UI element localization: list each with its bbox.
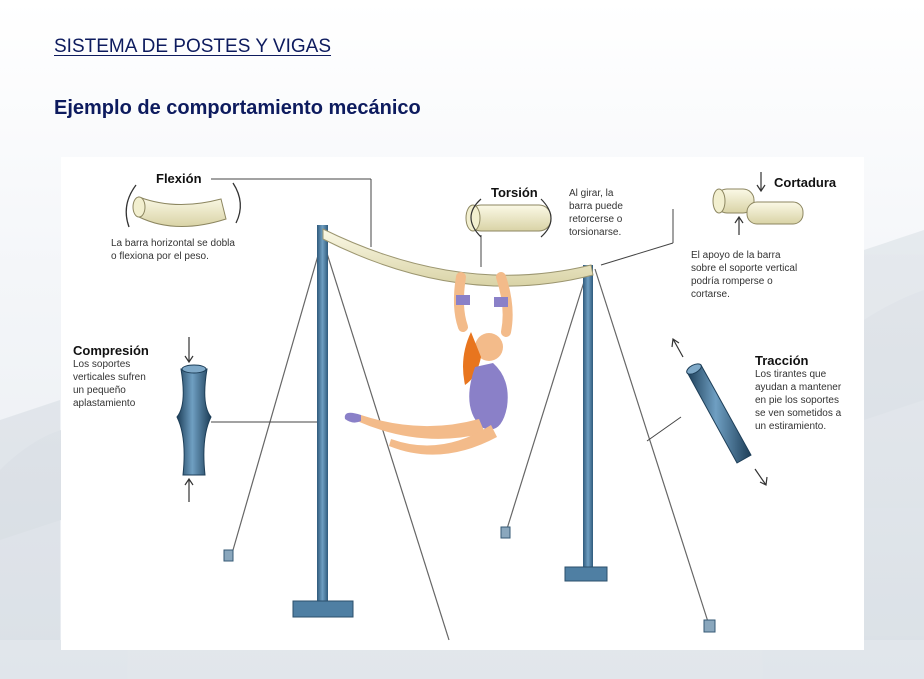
flexion-text: La barra horizontal se dobla o flexiona … [111,238,235,262]
slide-subtitle: Ejemplo de comportamiento mecánico [54,97,421,119]
torsion-label: Torsión [491,185,538,200]
cortadura-description: El apoyo de la barra sobre el soporte ve… [691,249,797,301]
compresion-text: Los soportes verticales sufren un pequeñ… [73,359,146,409]
torsion-bar-icon [465,204,552,232]
guy-wires [230,246,710,641]
flexion-arrow-left-icon [125,184,137,228]
torsion-description: Al girar, la barra puede retorcerse o to… [569,187,623,239]
cortadura-arrow-up-icon [734,215,744,235]
flexion-description: La barra horizontal se dobla o flexiona … [111,237,235,263]
mechanics-figure: Flexión La barra horizontal se dobla o f… [61,157,864,650]
compresion-arrow-bottom-icon [184,477,194,502]
traccion-label: Tracción Los tirantes que ayudan a mante… [755,353,841,433]
torsion-title: Torsión [491,185,538,200]
mechanics-illustration [125,172,804,641]
traccion-text: Los tirantes que ayudan a mantener en pi… [755,369,842,432]
cortadura-arrow-down-icon [756,172,766,193]
compresion-title: Compresión [73,343,149,358]
torsion-arrow-right-icon [540,198,552,238]
compresion-arrow-top-icon [184,337,194,364]
flexion-title: Flexión [156,171,202,186]
cortadura-label: Cortadura [774,175,836,190]
compresion-label: Compresión Los soportes verticales sufre… [73,343,149,410]
flexion-bar-icon [132,196,227,227]
traccion-arrow-top-icon [671,337,684,358]
torsion-arrow-left-icon [470,198,482,238]
wire-anchors [223,526,716,633]
flexion-arrow-right-icon [232,182,241,224]
flexion-label: Flexión [156,171,202,186]
right-post [564,265,608,582]
traccion-title: Tracción [755,353,809,368]
cortadura-title: Cortadura [774,175,837,190]
left-post [292,225,354,618]
traccion-rod-icon [686,363,752,464]
torsion-text: Al girar, la barra puede retorcerse o to… [569,188,623,238]
compresion-post-icon [176,364,212,476]
slide-title: SISTEMA DE POSTES Y VIGAS [54,36,332,57]
gymnast [344,272,513,455]
traccion-arrow-bottom-icon [754,468,768,486]
cortadura-bar-icon [712,188,804,225]
cortadura-text: El apoyo de la barra sobre el soporte ve… [691,250,798,300]
leader-lines [211,178,682,442]
